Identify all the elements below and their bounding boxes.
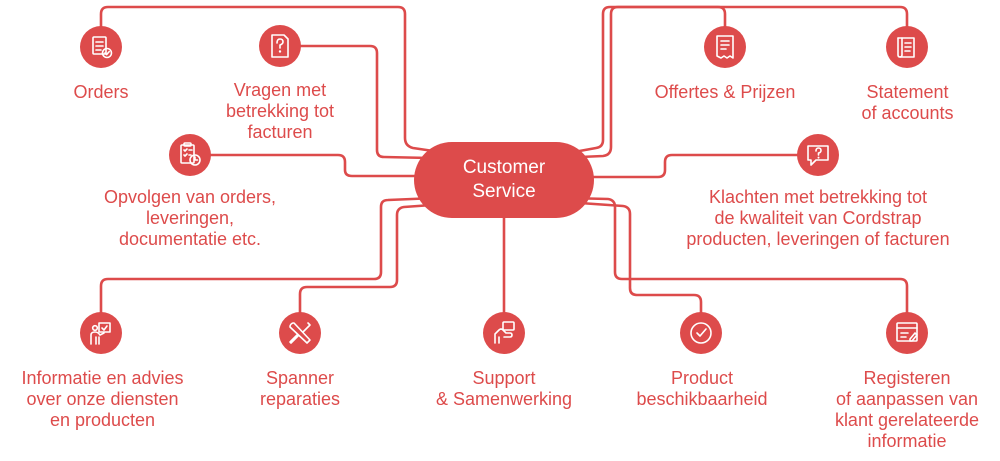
node-support-circle [483,312,525,354]
connector-beschikbaarheid [578,201,703,317]
connector-klachten [590,153,802,179]
label-statement: Statement of accounts [861,82,954,123]
question-speech-icon [807,145,829,166]
form-edit-icon [896,322,918,342]
node-spanner [279,312,321,354]
center-title-line2: Service [472,181,535,202]
connectors [99,5,909,317]
center-title-line1: Customer [463,157,546,178]
node-informatie-circle [80,312,122,354]
label-support: Support & Samenwerking [435,368,573,409]
document-check-icon [92,36,113,59]
node-beschikbaarheid [680,312,722,354]
label-registeren: Registeren of aanpassen van klant gerela… [834,368,980,451]
node-klachten [797,134,839,176]
node-spanner-circle [279,312,321,354]
node-orders [80,26,122,68]
node-statement [886,26,928,68]
label-informatie: Informatie en advies over onze diensten … [21,368,184,430]
connector-orders [99,5,442,154]
label-offertes: Offertes & Prijzen [654,82,796,102]
connector-vragen [298,44,432,160]
label-vragen: Vragen met betrekking tot facturen [225,80,335,142]
node-offertes-circle [704,26,746,68]
node-vragen [259,25,301,67]
node-beschikbaarheid-circle [680,312,722,354]
connector-registeren [566,196,909,317]
label-orders: Orders [73,82,129,102]
node-registeren [886,312,928,354]
connector-statement [578,5,909,159]
node-offertes [704,26,746,68]
connector-spanner [298,202,448,317]
connector-opvolgen [206,153,424,178]
node-support [483,312,525,354]
clipboard-clock-icon [180,142,201,166]
connector-informatie [99,196,438,317]
center-node: Customer Service [414,142,594,218]
label-spanner: Spanner reparaties [259,368,341,409]
handshake-chat-icon [494,321,515,344]
label-beschikbaarheid: Product beschikbaarheid [636,368,768,409]
question-document-icon [271,34,289,58]
check-badge-icon [690,322,712,344]
node-opvolgen [169,134,211,176]
label-opvolgen: Opvolgen van orders, leveringen, documen… [103,187,277,249]
connector-offertes [572,5,727,154]
wrench-screwdriver-icon [289,322,311,344]
receipt-icon [716,35,734,59]
ledger-scroll-icon [897,37,915,58]
center-pill [414,142,594,218]
node-orders-circle [80,26,122,68]
presenter-board-icon [90,322,111,345]
node-informatie [80,312,122,354]
label-klachten: Klachten met betrekking tot de kwaliteit… [686,187,950,249]
